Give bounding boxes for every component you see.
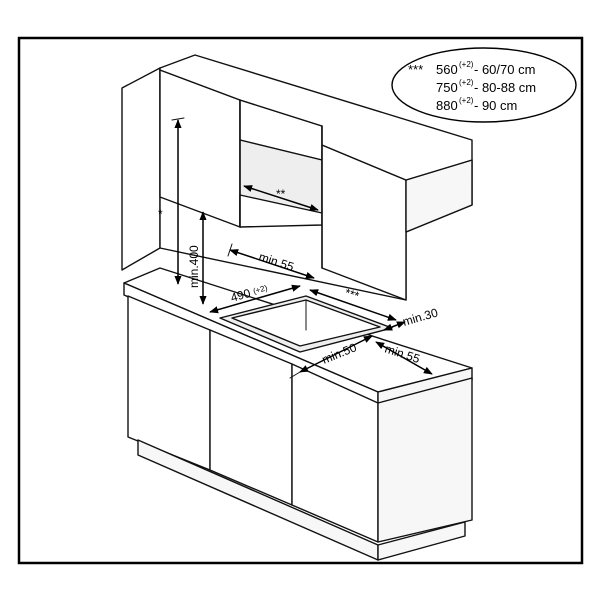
label-double-star: ** (276, 187, 286, 201)
label-triple-star: *** (343, 286, 361, 304)
legend-row-1-range: - 60/70 cm (474, 62, 535, 77)
legend-row-3-range: - 90 cm (474, 98, 517, 113)
back-wall (121, 67, 161, 271)
label-cutout-width: 490 (229, 286, 252, 305)
label-star: * (158, 207, 163, 221)
legend-row-3-base: 880 (436, 98, 458, 113)
label-min400: min.400 (187, 245, 201, 288)
lower-cabinet-side (377, 377, 473, 543)
legend-oval (391, 47, 577, 123)
legend-row-1-base: 560 (436, 62, 458, 77)
legend-row-3-sup: (+2) (459, 96, 474, 105)
legend-row-2-range: - 80-88 cm (474, 80, 536, 95)
plinth-side (377, 521, 466, 561)
label-cutout-width-sup: (+2) (252, 283, 269, 296)
upper-cabinet-top (159, 54, 473, 181)
legend-row-2-base: 750 (436, 80, 458, 95)
legend-row-2-sup: (+2) (459, 78, 474, 87)
legend-marker: *** (408, 62, 423, 77)
legend-row-1-sup: (+2) (459, 60, 474, 69)
